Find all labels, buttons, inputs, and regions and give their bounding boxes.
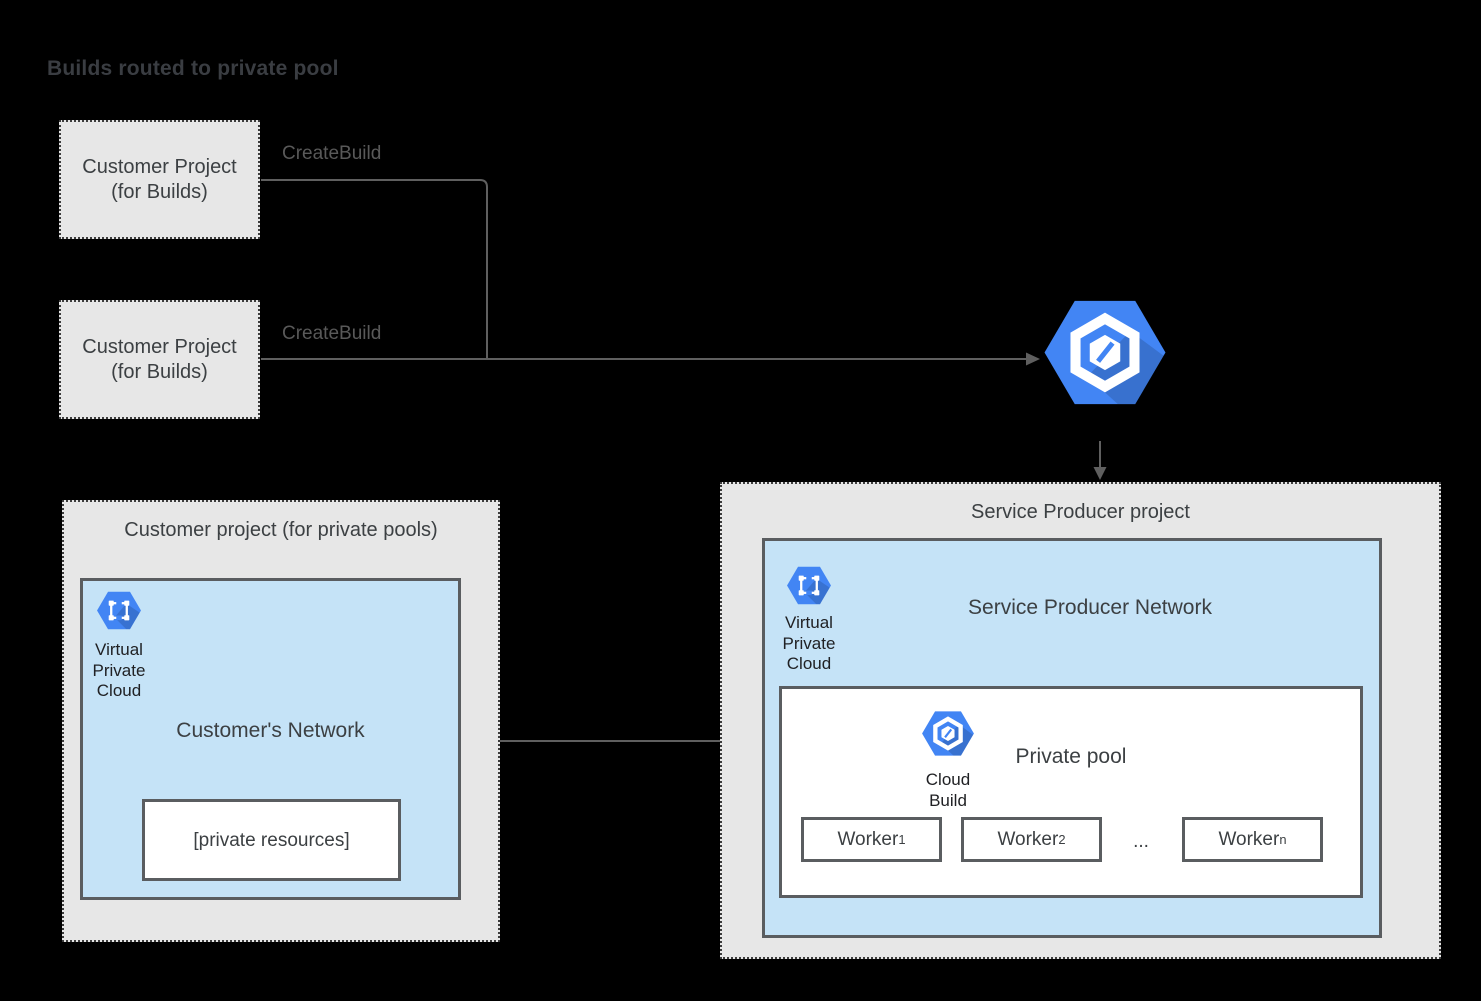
cloud-build-slash [944, 728, 953, 738]
vpc-gap-bottom [806, 590, 812, 596]
service-producer-network-label: Service Producer Network [968, 596, 1212, 619]
private-resources-box: [private resources] [142, 799, 401, 881]
customer-network-label: Customer's Network [176, 719, 365, 742]
virtual-private-cloud-icon [787, 566, 831, 605]
worker-1-label: Worker [837, 828, 899, 850]
vpc-node-tr [124, 600, 130, 606]
vpc-node-br [814, 590, 820, 596]
customer-pool-project-title: Customer project (for private pools) [124, 519, 438, 541]
vpc-node-tl [798, 575, 804, 581]
worker-n-label: Worker [1218, 828, 1280, 850]
vpc-node-tr [814, 575, 820, 581]
cloud-build-cube-outline [933, 716, 963, 751]
vpc-hexagon [97, 591, 141, 630]
vpc-node-bl [108, 615, 114, 621]
arrowhead-down [1093, 467, 1107, 480]
private-pool-box [779, 686, 1363, 898]
customer-build-project-1-line1: Customer Project [82, 155, 237, 178]
create-build-label-2: CreateBuild [282, 323, 382, 344]
create-build-label-1: CreateBuild [282, 143, 382, 164]
cloud-build-icon-label: Cloud Build [925, 770, 971, 810]
customer-build-project-box-1: Customer Project (for Builds) [59, 120, 260, 239]
diagram-title: Builds routed to private pool [47, 57, 339, 80]
vpc-gap-bottom [116, 615, 122, 621]
private-resources-label: [private resources] [193, 829, 350, 851]
customer-build-project-2-line1: Customer Project [82, 335, 237, 358]
private-pool-label: Private pool [1015, 745, 1127, 768]
cloud-build-icon [1044, 300, 1166, 405]
vpc-hexagon [787, 566, 831, 605]
customer-build-project-1-line2: (for Builds) [111, 180, 208, 203]
worker-2-label: Worker [997, 828, 1059, 850]
vpc-node-bl [798, 590, 804, 596]
arrowhead-to-cloud-build [1026, 352, 1040, 366]
workers-ellipsis: ... [1133, 831, 1149, 852]
vpc-gap-top [116, 600, 122, 606]
customer-vpc-label: Virtual Private Cloud [92, 640, 146, 700]
cloud-build-icon-small [922, 711, 974, 756]
service-producer-project-title: Service Producer project [971, 501, 1190, 523]
cloud-build-slash [1096, 341, 1115, 363]
cloud-build-cube-outline [1070, 312, 1140, 393]
service-producer-vpc-label: Virtual Private Cloud [782, 613, 836, 673]
vpc-node-br [124, 615, 130, 621]
vpc-gap-top [806, 575, 812, 581]
customer-build-project-box-2: Customer Project (for Builds) [59, 300, 260, 419]
virtual-private-cloud-icon [97, 591, 141, 630]
vpc-node-tl [108, 600, 114, 606]
customer-build-project-2-line2: (for Builds) [111, 360, 208, 383]
